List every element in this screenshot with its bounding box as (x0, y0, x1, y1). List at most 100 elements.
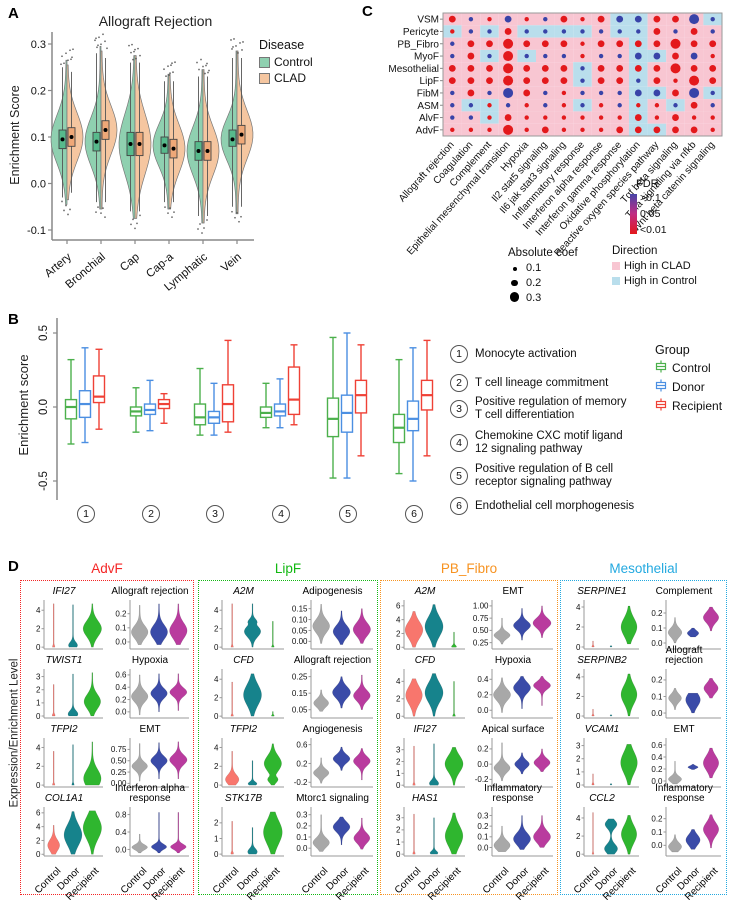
panel-b-legend: Group Control Donor Recipient (655, 343, 722, 414)
annotation-3: 3 Positive regulation of memory T cell d… (450, 396, 626, 421)
y-tick-label: 2 (214, 762, 219, 771)
outlier-dot (69, 208, 71, 211)
matrix-dot (504, 15, 512, 23)
category-number: 3 (206, 505, 224, 523)
y-tick-label: 1 (36, 699, 41, 708)
y-tick-label: 4 (36, 743, 41, 752)
y-tick-label: 1.00 (473, 602, 489, 611)
y-tick-label: 4 (36, 822, 41, 831)
y-tick-label: 0 (576, 781, 581, 790)
y-tick-label: 0 (36, 712, 41, 721)
y-tick-label: 2 (576, 692, 581, 701)
legend-item-label: Control (672, 361, 711, 375)
violin (404, 611, 424, 648)
violin (263, 743, 282, 786)
violin (609, 645, 613, 648)
violin (83, 741, 102, 786)
coef-label: 0.3 (526, 292, 542, 305)
y-tick-label: 1 (214, 834, 219, 843)
matrix-dot (503, 75, 514, 86)
outlier-dot (164, 206, 166, 209)
panel-d-label: D (8, 558, 19, 575)
outlier-dot (67, 59, 69, 62)
violin (451, 631, 457, 648)
plot-title: Mtorc1 signaling (296, 792, 369, 804)
violin (444, 812, 464, 855)
mini-violin-plot: 012 (214, 807, 284, 859)
y-tick-label: 0 (214, 850, 219, 859)
outlier-dot (72, 48, 74, 51)
matrix-dot (634, 52, 642, 60)
annotation-text: Positive regulation of memory T cell dif… (475, 396, 627, 421)
coef-dot-large (509, 292, 520, 302)
outlier-dot (200, 58, 202, 61)
y-tick-label: 0.2 (477, 822, 489, 831)
outlier-dot (128, 44, 130, 47)
matrix-dot (690, 28, 698, 35)
outlier-dot (132, 58, 134, 61)
y-tick-label: 2 (576, 832, 581, 841)
violin (313, 689, 329, 712)
plot-title: Adipogenesis (302, 585, 363, 597)
outlier-dot (196, 61, 198, 64)
matrix-dot (636, 78, 641, 83)
matrix-dot (670, 63, 681, 74)
outlier-dot (170, 64, 172, 67)
matrix-dot (598, 103, 604, 108)
row-label: Pericyte (403, 27, 440, 38)
plot-title: Complement (655, 585, 713, 597)
violin (169, 673, 188, 711)
y-tick-label: -0.1 (27, 225, 46, 237)
y-tick-label: 0 (36, 643, 41, 652)
matrix-dot (580, 41, 585, 46)
outlier-dot (241, 49, 243, 51)
y-tick-label: 3 (396, 745, 401, 754)
matrix-dot (450, 103, 455, 108)
panel-c-label: C (362, 3, 373, 20)
matrix-dot (634, 64, 642, 72)
matrix-dot (468, 127, 474, 133)
matrix-dot (616, 15, 624, 23)
y-tick-label: -0.5 (38, 471, 50, 491)
violin (71, 744, 75, 786)
outlier-dot (207, 71, 209, 74)
violin (620, 744, 638, 786)
matrix-dot (597, 77, 605, 85)
fdr-gradient-bar (630, 194, 637, 234)
median-dot (137, 141, 142, 146)
matrix-dot (560, 77, 568, 85)
matrix-dot (543, 103, 548, 108)
y-tick-label: 0.4 (651, 753, 663, 762)
matrix-dot (543, 90, 548, 96)
median-dot (69, 135, 74, 139)
outlier-dot (130, 51, 132, 54)
matrix-dot (636, 29, 641, 34)
outlier-dot (100, 43, 102, 46)
y-tick-label: 0.3 (477, 811, 489, 820)
outlier-dot (60, 63, 62, 66)
matrix-dot (690, 101, 698, 109)
mini-violin-plot: 0.00.40.8 (115, 807, 189, 857)
y-tick-label: 0.05 (292, 706, 308, 715)
violin (332, 676, 351, 709)
matrix-dot (672, 15, 679, 23)
outlier-dot (106, 47, 108, 50)
matrix-dot (467, 77, 475, 85)
y-tick-label: 2 (214, 624, 219, 633)
panel-b-box-chart: 0.50.0-0.5 (38, 318, 434, 500)
y-tick-label: 0.00 (292, 637, 308, 646)
legend-item-label: Control (274, 55, 313, 69)
y-tick-label: 0.1 (651, 828, 663, 837)
y-tick-label: 0.0 (296, 844, 308, 853)
y-tick-label: 4 (396, 615, 401, 624)
category-number: 2 (142, 505, 160, 523)
matrix-dot (503, 38, 514, 49)
outlier-dot (95, 37, 97, 40)
box (273, 403, 287, 417)
y-tick-label: 0.0 (115, 638, 127, 647)
donor-boxplot-glyph (655, 379, 667, 395)
outlier-dot (63, 209, 65, 212)
group-title-pb-fibro: PB_Fibro (440, 561, 498, 576)
